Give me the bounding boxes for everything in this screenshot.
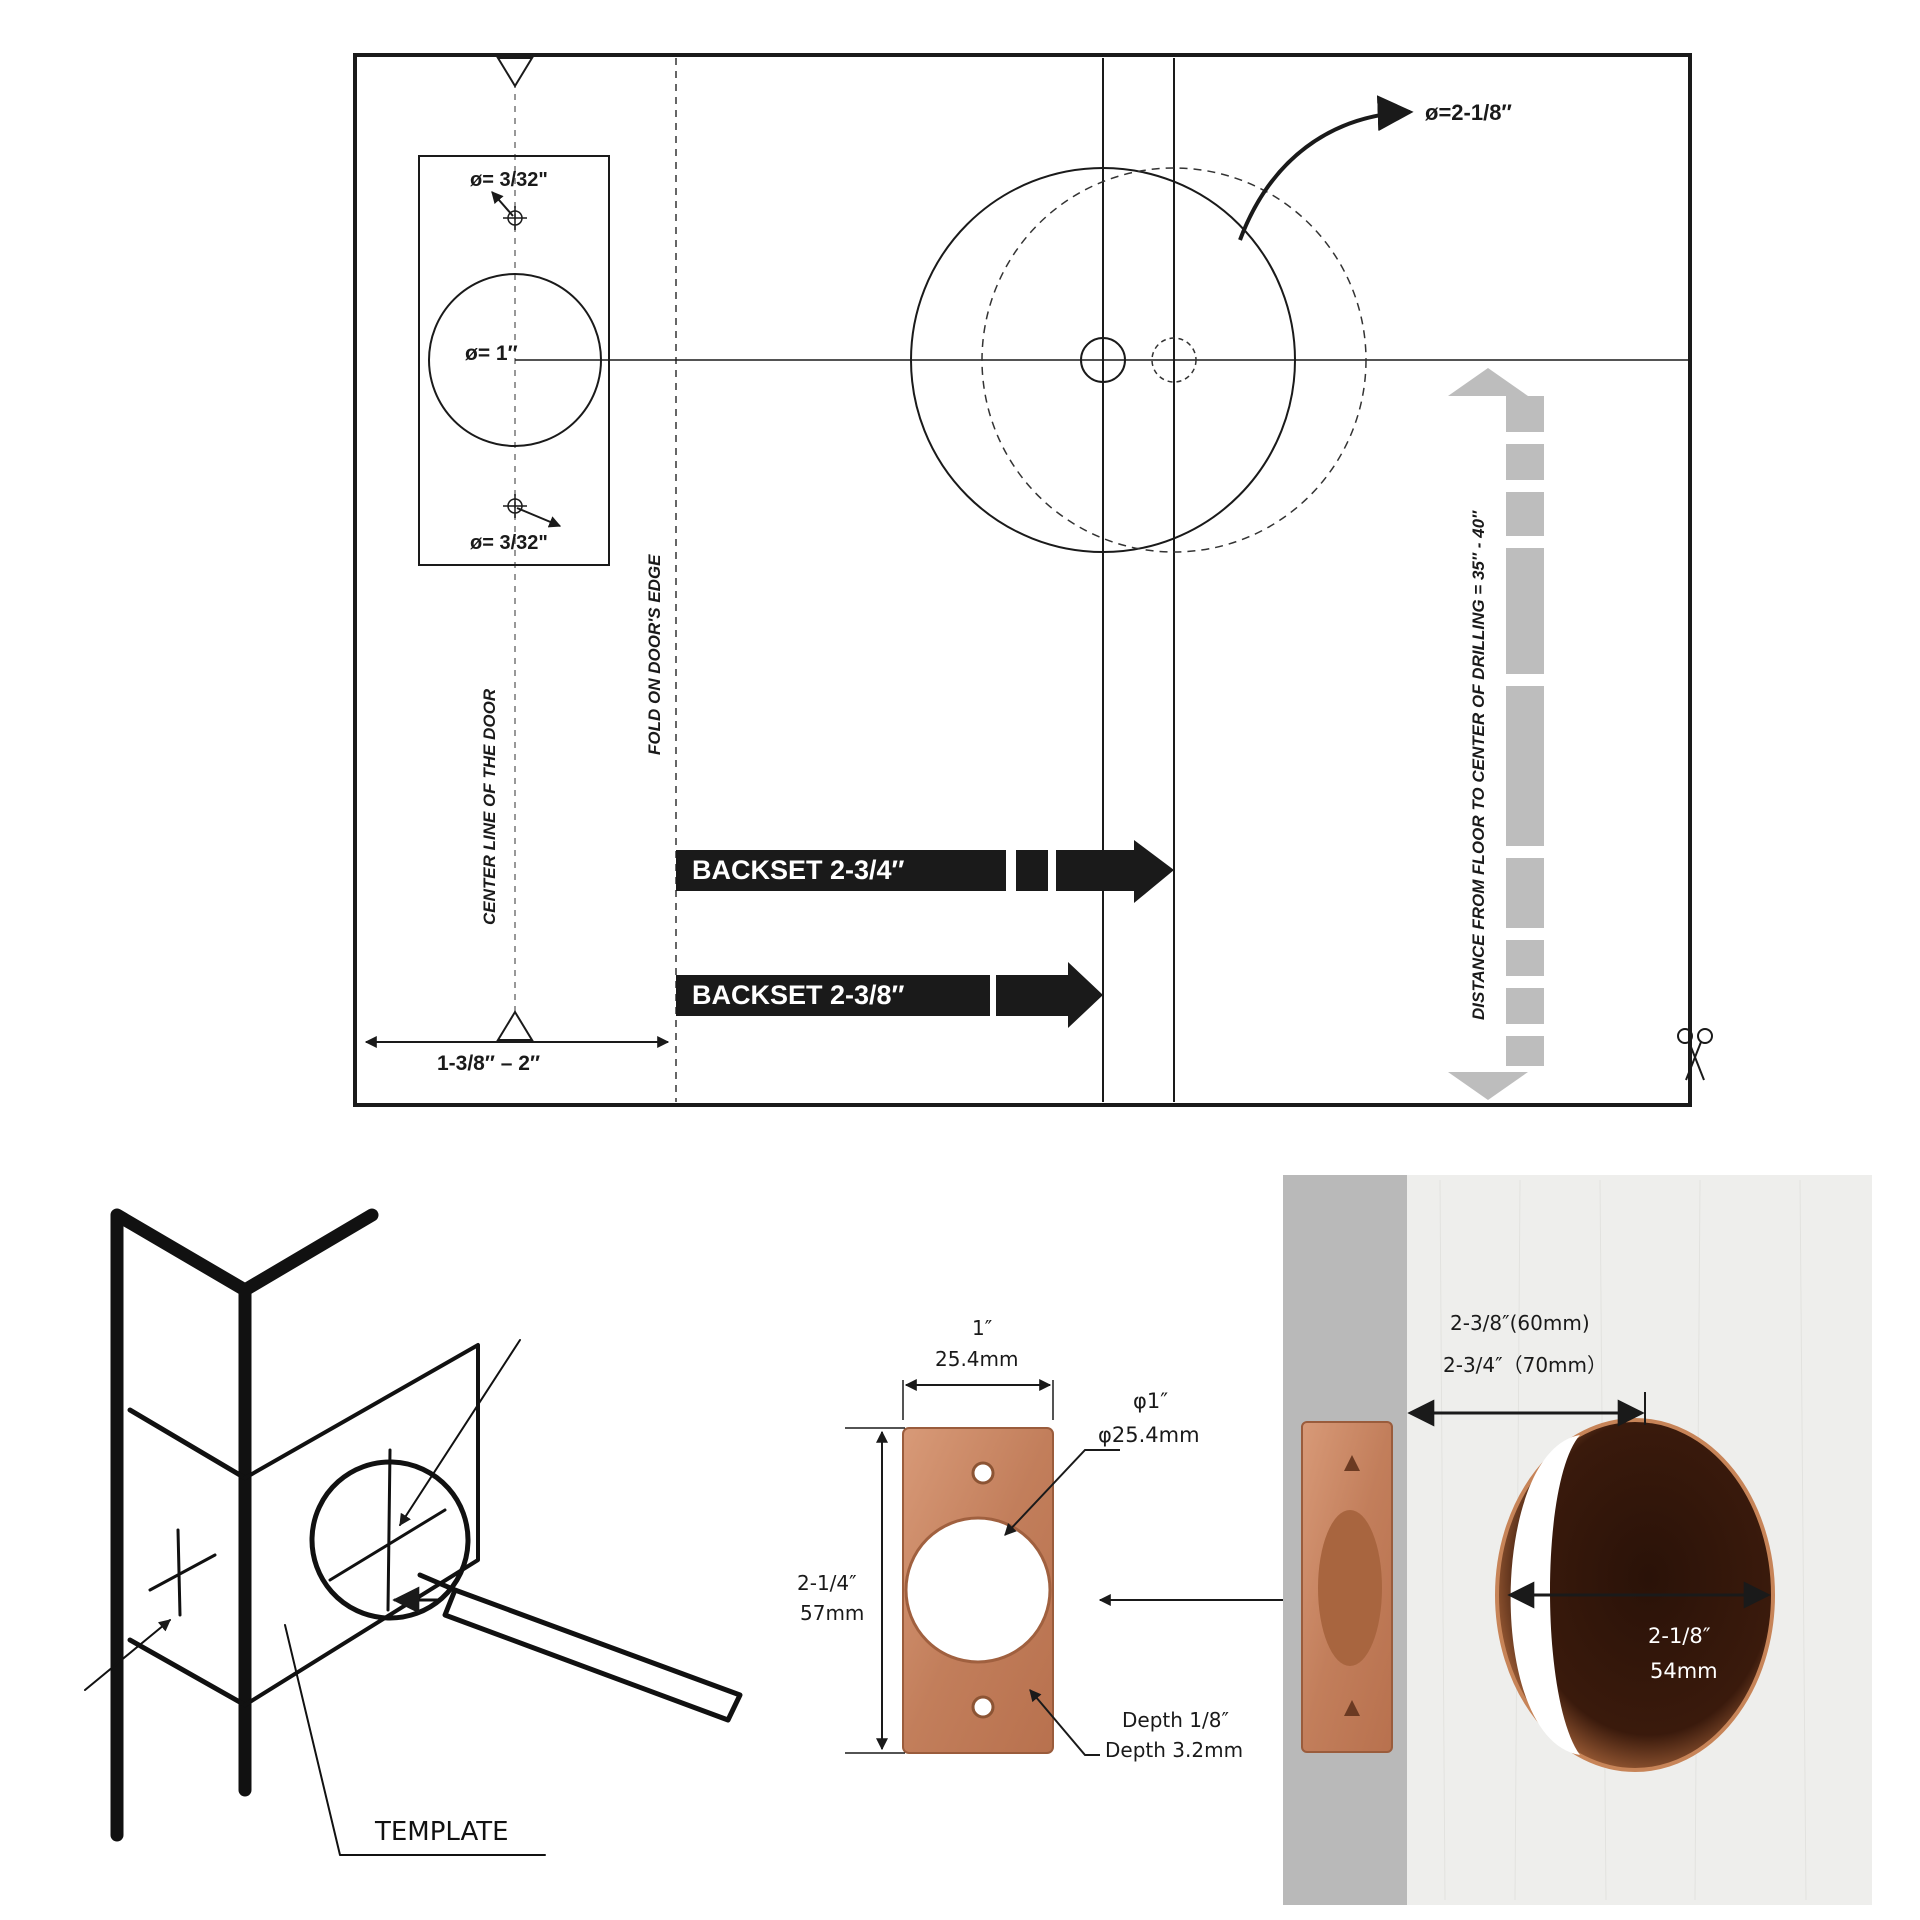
hole-callout [1004, 1449, 1120, 1536]
scissors-icon [1677, 1028, 1713, 1081]
center-line-label: CENTER LINE OF THE DOOR [480, 688, 499, 925]
door-frame-outline [110, 1208, 379, 1842]
template-leader [284, 1624, 546, 1856]
hole-in-label: φ1″ [1133, 1389, 1168, 1413]
bore-callout-arrow [1238, 95, 1414, 241]
guide-line-left [84, 1619, 171, 1691]
door-photo: 2-3/8″(60mm) 2-3/4″（70mm） 2-1/8″ 54mm [1283, 1175, 1872, 1905]
side-crosshair [148, 1528, 217, 1617]
hole-mm-label: φ25.4mm [1098, 1423, 1200, 1447]
backset-long-photo-label: 2-3/4″（70mm） [1443, 1353, 1607, 1377]
height-mm-label: 57mm [800, 1601, 864, 1625]
backset-short-label: BACKSET 2-3/8″ [692, 980, 905, 1010]
backset-short-arrow [676, 962, 1103, 1028]
template-label: TEMPLATE [374, 1817, 509, 1847]
screw-hole-top-label: ø= 3/32" [470, 169, 548, 191]
depth-mm-label: Depth 3.2mm [1105, 1738, 1243, 1762]
bore-circle-long [981, 167, 1367, 553]
screw-hole-top [491, 191, 527, 230]
strike-plate-hole [904, 1516, 1052, 1664]
depth-in-label: Depth 1/8″ [1122, 1708, 1229, 1732]
drilling-template: ø= 1″ ø= 3/32" ø= 3/32" ø=2-1/8″ [353, 53, 1713, 1107]
backset-long-label: BACKSET 2-3/4″ [692, 855, 905, 885]
floor-distance-label: DISTANCE FROM FLOOR TO CENTER OF DRILLIN… [1469, 510, 1488, 1020]
door-edge-lines [127, 1407, 248, 1708]
pilot-hole-short [1080, 337, 1126, 383]
strike-plate-screw-bottom [971, 1695, 995, 1719]
fold-label: FOLD ON DOOR'S EDGE [645, 554, 664, 755]
strike-plate-figure: 1″ 25.4mm 2-1/4″ 57mm φ1″ φ25.4mm Depth … [797, 1316, 1358, 1762]
bore-in-photo-label: 2-1/8″ [1648, 1624, 1711, 1648]
template-border [353, 53, 1692, 1107]
center-marker-top [496, 57, 534, 88]
edge-screw-bottom [1344, 1700, 1360, 1716]
strike-plate-screw-top [971, 1461, 995, 1485]
strike-hole-label: ø= 1″ [465, 342, 518, 365]
pilot-hole-long [1151, 337, 1197, 383]
width-mm-label: 25.4mm [935, 1347, 1019, 1371]
edge-screw-top [1344, 1455, 1360, 1471]
screw-hole-bottom-label: ø= 3/32" [470, 532, 548, 554]
center-marker-bottom [496, 1010, 534, 1041]
height-in-label: 2-1/4″ [797, 1571, 857, 1595]
width-in-label: 1″ [972, 1316, 992, 1340]
template-crosshair [328, 1448, 447, 1612]
backset-long-arrow [676, 840, 1174, 903]
installation-sketch [84, 1208, 743, 1856]
template-sheet [243, 1343, 480, 1707]
bore-circle-short [910, 167, 1296, 553]
door-thickness-label: 1-3/8″ – 2″ [437, 1052, 540, 1075]
depth-callout [1029, 1689, 1100, 1756]
floor-distance-arrow [1448, 368, 1544, 1100]
bore-mm-photo-label: 54mm [1650, 1659, 1718, 1683]
screw-hole-bottom [503, 494, 562, 528]
edge-latch-hole [1318, 1510, 1382, 1666]
guide-line-right [399, 1339, 521, 1527]
bore-label: ø=2-1/8″ [1425, 100, 1512, 125]
drill-bit [417, 1572, 743, 1723]
backset-short-photo-label: 2-3/8″(60mm) [1450, 1311, 1590, 1335]
